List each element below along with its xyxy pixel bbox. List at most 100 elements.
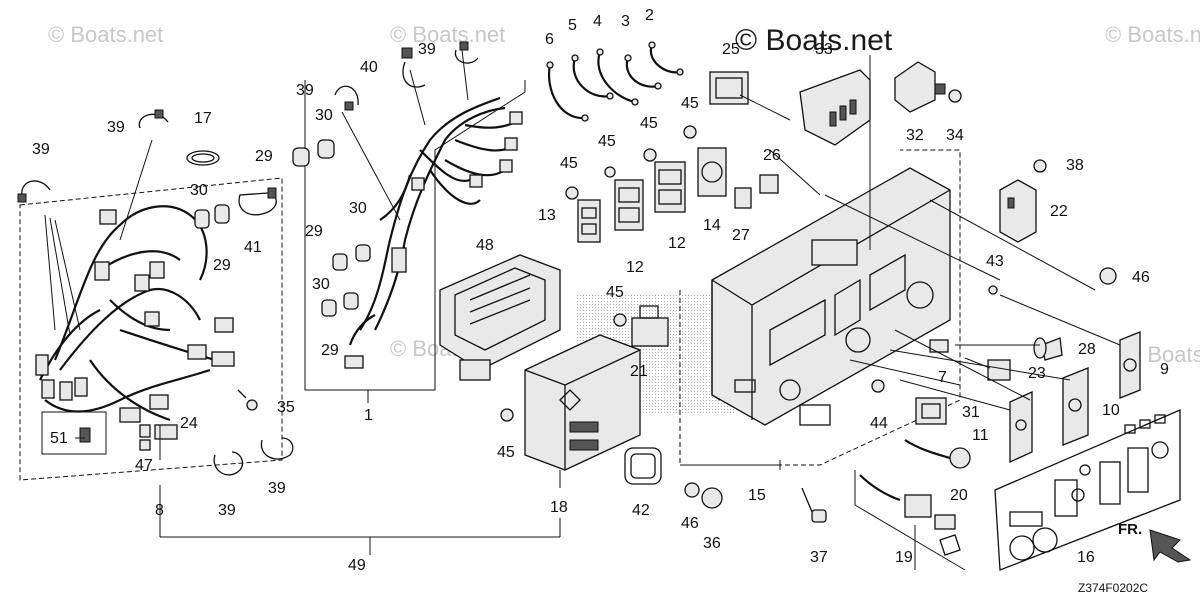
- wire-harness-8: [19, 177, 283, 481]
- harness-1-bracket: [304, 80, 526, 391]
- callout-35: 35: [277, 399, 295, 416]
- clamp-17: [186, 150, 220, 166]
- socket-31: [915, 397, 947, 425]
- clip-39-top-right: [454, 49, 479, 64]
- harness-8-outline: [19, 177, 283, 481]
- plate-10: [1062, 367, 1089, 446]
- callout-34: 34: [946, 127, 964, 144]
- callout-45f: 45: [497, 444, 515, 461]
- callout-30a: 30: [315, 107, 333, 124]
- switch-20: [904, 439, 971, 469]
- front-arrow-icon: FR.: [1118, 521, 1192, 563]
- switch-21: [613, 305, 669, 347]
- callout-45c: 45: [640, 115, 658, 132]
- callout-11: 11: [972, 427, 989, 444]
- connector-7: [929, 339, 949, 353]
- callout-30d: 30: [312, 276, 330, 293]
- callout-23: 23: [1028, 365, 1046, 382]
- callout-41: 41: [244, 239, 262, 256]
- screw-35: [237, 389, 258, 411]
- callout-16: 16: [1077, 549, 1095, 566]
- grommet-30-center: [355, 244, 371, 262]
- cap-36: [701, 487, 723, 509]
- callout-17: 17: [194, 110, 212, 127]
- plate-11: [1009, 390, 1033, 464]
- callout-12a: 12: [626, 259, 644, 276]
- callout-2: 2: [645, 7, 654, 24]
- control-panel-15: [679, 149, 961, 466]
- callout-28: 28: [1078, 341, 1096, 358]
- callout-25: 25: [722, 41, 740, 58]
- receptacle-13: [565, 186, 601, 243]
- callout-38: 38: [1066, 157, 1084, 174]
- gasket-42: [624, 447, 662, 485]
- inset-box-51: [41, 411, 107, 455]
- screw-37: [801, 487, 827, 523]
- callout-39c: 39: [296, 82, 314, 99]
- part-51: [79, 427, 91, 443]
- callout-24: 24: [180, 415, 198, 432]
- callout-18: 18: [550, 499, 568, 516]
- front-label: FR.: [1118, 521, 1142, 538]
- clip-39-top: [138, 113, 169, 129]
- screw-38: [1033, 159, 1047, 173]
- callout-29a: 29: [255, 148, 273, 165]
- grommet-29-center-low: [321, 299, 337, 317]
- connector-24: [154, 424, 178, 440]
- callout-43: 43: [986, 253, 1004, 270]
- wire-harness-1: [304, 80, 526, 391]
- callout-39a: 39: [32, 141, 50, 158]
- callout-39d: 39: [418, 41, 436, 58]
- grommet-29-center-top: [292, 147, 310, 167]
- callout-45d: 45: [681, 95, 699, 112]
- callout-numbers: 1 2 3 4 5 6 7 8 9 10 11 12 12 13 14 15 1…: [32, 7, 1169, 574]
- callout-22: 22: [1050, 203, 1068, 220]
- callout-7: 7: [938, 369, 947, 386]
- callout-45e: 45: [606, 284, 624, 301]
- callout-36: 36: [703, 535, 721, 552]
- callout-19: 19: [895, 549, 913, 566]
- callout-42: 42: [632, 502, 650, 519]
- breaker-32: [894, 61, 946, 113]
- callout-31: 31: [962, 404, 980, 421]
- callout-39f: 39: [268, 480, 286, 497]
- watermark: © Boats.net: [390, 22, 505, 47]
- callout-13: 13: [538, 207, 556, 224]
- clip-40: [402, 61, 426, 88]
- grommet-29-center: [332, 253, 348, 271]
- callout-3: 3: [621, 13, 630, 30]
- nut-46-top: [1099, 267, 1117, 285]
- receptacle-14: [683, 125, 727, 197]
- callout-49: 49: [348, 557, 366, 574]
- callout-51: 51: [50, 430, 68, 447]
- box-18: [524, 334, 641, 471]
- clip-39-left: [21, 180, 51, 196]
- callout-33: 33: [815, 41, 833, 58]
- nut-46-low: [684, 482, 700, 498]
- callout-12b: 12: [668, 235, 686, 252]
- faceplate-16: [994, 409, 1181, 571]
- callout-46b: 46: [681, 515, 699, 532]
- callout-32: 32: [906, 127, 924, 144]
- connector-47: [139, 424, 151, 438]
- callout-45b: 45: [598, 133, 616, 150]
- cover-33: [799, 69, 871, 146]
- clip-39-mid: [334, 85, 359, 106]
- switch-27: [734, 174, 779, 209]
- leader-lines: [44, 49, 1121, 570]
- grommet-30: [194, 209, 210, 229]
- grommet-29: [214, 204, 230, 224]
- callout-27: 27: [732, 227, 750, 244]
- callout-4: 4: [593, 13, 602, 30]
- lead-wires-2-6: [546, 41, 684, 122]
- diagram-code: Z374F0202C: [1078, 581, 1148, 595]
- screw-43: [988, 285, 998, 295]
- callout-9: 9: [1160, 361, 1169, 378]
- relay-25: [709, 71, 749, 105]
- callout-5: 5: [568, 17, 577, 34]
- callout-39b: 39: [107, 119, 125, 136]
- clip-39-bottom-a: [213, 451, 244, 476]
- callout-40: 40: [360, 59, 378, 76]
- callout-1: 1: [364, 407, 373, 424]
- callout-21: 21: [630, 363, 648, 380]
